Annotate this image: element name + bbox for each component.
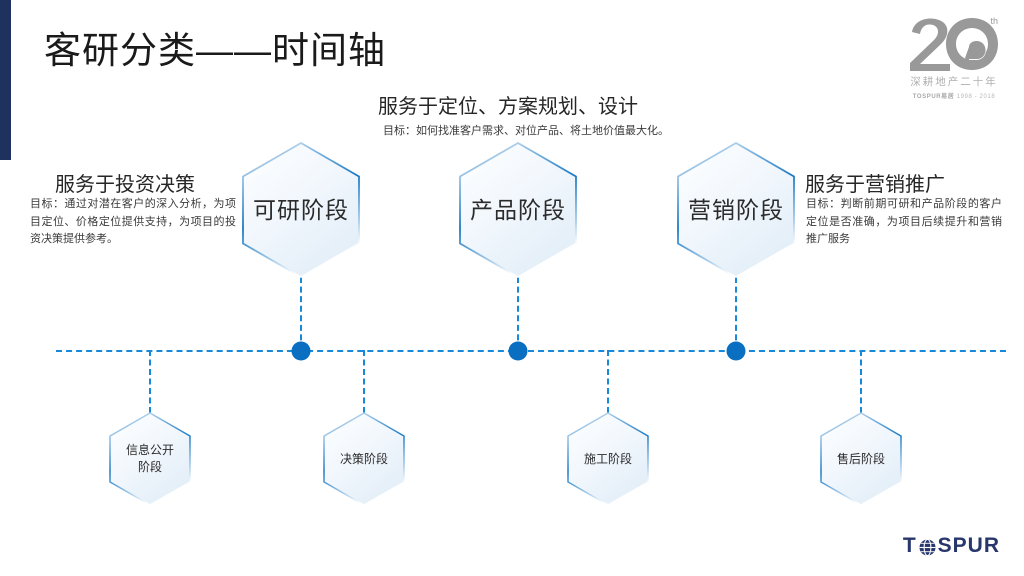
block-heading-left: 服务于投资决策 xyxy=(55,174,195,196)
block-body-right: 目标：判断前期可研和产品阶段的客户定位是否准确，为项目后续提升和营销推广服务 xyxy=(806,198,1002,245)
page-title: 客研分类——时间轴 xyxy=(44,30,386,71)
block-body-left: 目标：通过对潜在客户的深入分析，为项目定位、价格定位提供支持，为项目的投资决策提… xyxy=(30,198,236,245)
timeline-stem-down xyxy=(860,350,862,413)
anniversary-superscript: th xyxy=(990,16,998,26)
stage-hexagon-2[interactable]: 产品阶段 xyxy=(459,141,577,279)
timeline-stem-down xyxy=(607,350,609,413)
anniversary-mark-icon: th xyxy=(906,14,1002,72)
timeline-node-dot[interactable] xyxy=(508,341,528,361)
substage-hexagon-3[interactable]: 施工阶段 xyxy=(567,412,649,506)
left-accent-bar xyxy=(0,0,11,160)
block-heading-center: 服务于定位、方案规划、设计 xyxy=(378,96,638,118)
anniversary-brand: TOSPUR易居 xyxy=(912,94,955,100)
block-body-center: 目标：如何找准客户需求、对位产品、将土地价值最大化。 xyxy=(383,125,669,137)
substage-hexagon-1[interactable]: 信息公开阶段 xyxy=(109,412,191,506)
substage-hexagon-4[interactable]: 售后阶段 xyxy=(820,412,902,506)
stage-hexagon-3[interactable]: 营销阶段 xyxy=(677,141,795,279)
anniversary-years: 1998 - 2018 xyxy=(956,94,996,100)
anniversary-tagline-en: TOSPUR易居 1998 - 2018 xyxy=(906,91,1002,100)
anniversary-tagline-cn: 深耕地产二十年 xyxy=(910,76,998,88)
substage-hexagon-2[interactable]: 决策阶段 xyxy=(323,412,405,506)
block-heading-right: 服务于营销推广 xyxy=(805,174,945,196)
tospur-text-before: T xyxy=(902,534,917,557)
anniversary-logo: th 深耕地产二十年 TOSPUR易居 1998 - 2018 xyxy=(906,14,1002,100)
timeline-axis xyxy=(56,350,1006,352)
timeline-node-dot[interactable] xyxy=(726,341,746,361)
timeline-stem-down xyxy=(149,350,151,413)
stage-hexagon-1[interactable]: 可研阶段 xyxy=(242,141,360,279)
timeline-stem-down xyxy=(363,350,365,413)
tospur-logo: T SPUR xyxy=(903,534,1000,558)
tospur-text-after: SPUR xyxy=(937,534,1000,557)
timeline-stem-up xyxy=(735,277,737,350)
timeline-node-dot[interactable] xyxy=(291,341,311,361)
timeline-stem-up xyxy=(300,277,302,350)
timeline-stem-up xyxy=(517,277,519,350)
globe-icon xyxy=(919,538,936,556)
